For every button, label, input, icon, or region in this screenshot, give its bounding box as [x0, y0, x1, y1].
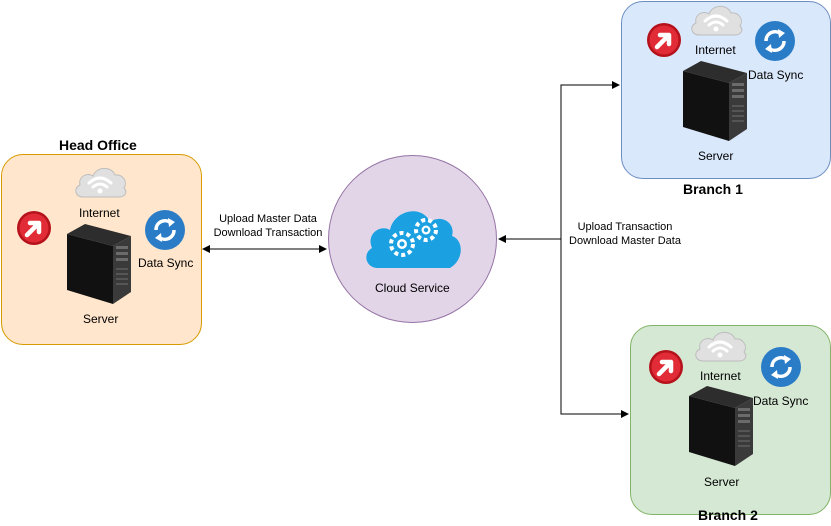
- edge-to-branch1: [560, 81, 620, 239]
- edge-head-label-line1: Upload Master Data: [219, 213, 317, 225]
- red-arrow-logo-icon: [647, 23, 681, 57]
- branch1-title: Branch 1: [683, 181, 743, 197]
- cloud-service-label: Cloud Service: [375, 281, 450, 295]
- red-arrow-logo-icon: [17, 211, 51, 245]
- data-sync-icon: [761, 347, 801, 387]
- wifi-cloud-icon: [691, 5, 743, 36]
- branch1-server-label: Server: [698, 149, 734, 163]
- head-office-internet-label: Internet: [79, 206, 120, 220]
- edge-branches-label: Upload Transaction Download Master Data: [562, 220, 688, 248]
- branch2-internet-label: Internet: [700, 369, 741, 383]
- edge-branches-label-line1: Upload Transaction: [577, 221, 673, 233]
- wifi-cloud-icon: [75, 167, 127, 198]
- head-office-title: Head Office: [59, 137, 137, 153]
- branch1-internet-label: Internet: [695, 43, 736, 57]
- edge-head-label: Upload Master Data Download Transaction: [208, 212, 328, 240]
- head-office-server-label: Server: [83, 312, 119, 326]
- branch2-title: Branch 2: [698, 507, 758, 523]
- data-sync-icon: [145, 210, 185, 250]
- branch2-server-label: Server: [704, 475, 740, 489]
- branch2-data-sync-label: Data Sync: [753, 394, 809, 408]
- server-tower-icon: [689, 386, 753, 466]
- head-office-data-sync-label: Data Sync: [138, 256, 194, 270]
- red-arrow-logo-icon: [649, 350, 683, 384]
- branch1-data-sync-label: Data Sync: [748, 68, 804, 82]
- edge-head-label-line2: Download Transaction: [213, 227, 323, 239]
- wifi-cloud-icon: [695, 331, 747, 362]
- cloud-gears-icon: [366, 211, 461, 268]
- server-tower-icon: [683, 61, 747, 141]
- server-tower-icon: [67, 224, 131, 304]
- edge-to-branch2: [560, 239, 629, 418]
- edge-branches-label-line2: Download Master Data: [569, 235, 681, 247]
- data-sync-icon: [755, 21, 795, 61]
